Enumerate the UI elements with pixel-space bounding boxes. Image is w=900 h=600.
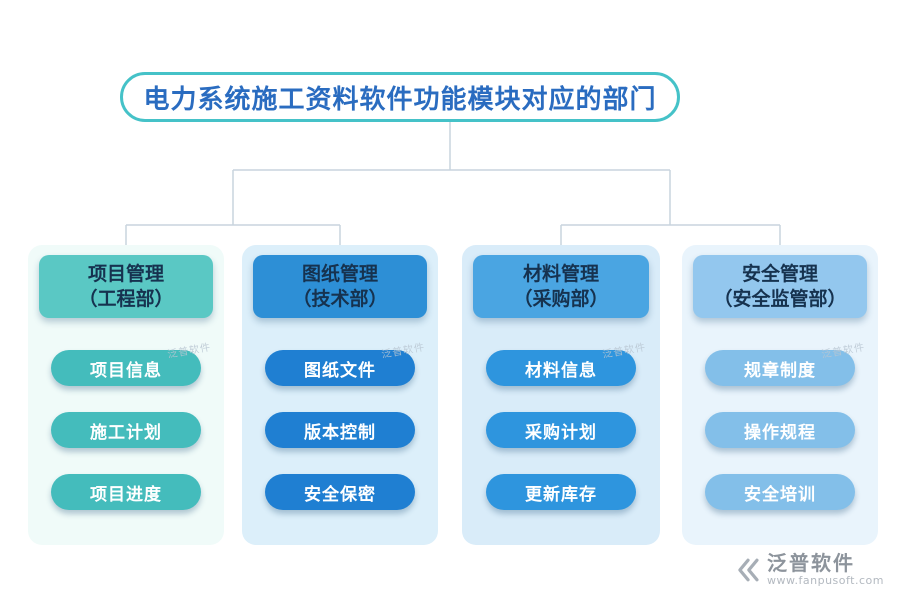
card-header-project-management: 项目管理 （工程部） xyxy=(39,255,213,319)
module-item: 安全培训 xyxy=(705,474,855,511)
module-item-label: 材料信息 xyxy=(525,360,597,381)
module-item-label: 规章制度 xyxy=(744,360,816,381)
module-item-label: 安全培训 xyxy=(744,484,816,505)
watermark: 泛普软件 xyxy=(820,342,866,362)
module-item: 项目进度 xyxy=(51,474,201,511)
module-item: 项目信息 泛普软件 xyxy=(51,343,212,387)
module-item-label: 项目进度 xyxy=(90,484,162,505)
brand-url: www.fanpusoft.com xyxy=(767,574,884,588)
card-header-department: （技术部） xyxy=(292,287,388,310)
brand-footer: 泛普软件 www.fanpusoft.com xyxy=(735,552,884,588)
module-item-label: 项目信息 xyxy=(90,360,162,381)
card-header-material-management: 材料管理 （采购部） xyxy=(473,255,649,319)
card-header-title: 材料管理 xyxy=(522,263,599,285)
module-item-label: 更新库存 xyxy=(525,484,597,505)
module-item: 版本控制 xyxy=(265,412,415,449)
card-header-drawing-management: 图纸管理 （技术部） xyxy=(253,255,427,319)
watermark: 泛普软件 xyxy=(601,342,647,362)
module-item: 施工计划 xyxy=(51,412,201,449)
module-item: 操作规程 xyxy=(705,412,855,449)
module-item-label: 施工计划 xyxy=(90,422,162,443)
department-card-drawing-management: 图纸管理 （技术部） 图纸文件 泛普软件 版本控制 安全保密 xyxy=(242,245,438,545)
department-card-safety-management: 安全管理 （安全监管部） 规章制度 泛普软件 操作规程 安全培训 xyxy=(682,245,878,545)
card-header-safety-management: 安全管理 （安全监管部） xyxy=(693,255,867,319)
department-card-material-management: 材料管理 （采购部） 材料信息 泛普软件 采购计划 更新库存 xyxy=(462,245,660,545)
module-item-label: 安全保密 xyxy=(304,484,376,505)
card-header-department: （工程部） xyxy=(78,287,174,310)
module-item: 材料信息 泛普软件 xyxy=(486,343,647,387)
module-item: 规章制度 泛普软件 xyxy=(705,343,866,387)
card-header-department: （安全监管部） xyxy=(713,287,847,310)
brand-name: 泛普软件 xyxy=(767,551,856,576)
module-item: 图纸文件 泛普软件 xyxy=(265,343,426,387)
card-header-title: 项目管理 xyxy=(87,263,164,285)
watermark: 泛普软件 xyxy=(380,342,426,362)
module-item-label: 操作规程 xyxy=(744,422,816,443)
module-item: 更新库存 xyxy=(486,474,636,511)
card-header-title: 图纸管理 xyxy=(301,263,378,285)
module-item-label: 采购计划 xyxy=(525,422,597,443)
card-header-title: 安全管理 xyxy=(741,263,818,285)
card-header-department: （采购部） xyxy=(513,287,609,310)
module-item: 采购计划 xyxy=(486,412,636,449)
diagram-title: 电力系统施工资料软件功能模块对应的部门 xyxy=(120,72,680,122)
module-item-label: 图纸文件 xyxy=(304,360,376,381)
module-item: 安全保密 xyxy=(265,474,415,511)
fanpu-logo-icon xyxy=(738,558,759,582)
department-card-project-management: 项目管理 （工程部） 项目信息 泛普软件 施工计划 项目进度 xyxy=(28,245,224,545)
module-item-label: 版本控制 xyxy=(304,422,376,443)
watermark: 泛普软件 xyxy=(166,342,212,362)
